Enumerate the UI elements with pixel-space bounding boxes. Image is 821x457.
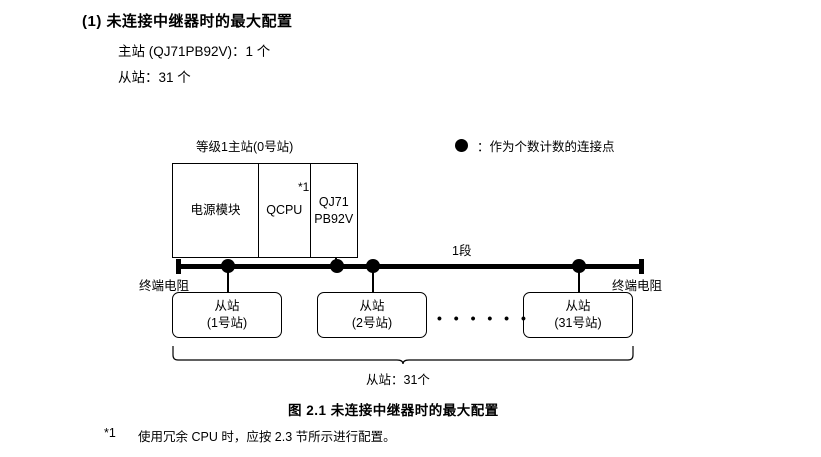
- filled-circle-icon: [455, 139, 468, 152]
- connection-node-icon: [366, 259, 380, 273]
- figure-caption: 图 2.1 未连接中继器时的最大配置: [288, 403, 499, 418]
- connection-node-icon: [221, 259, 235, 273]
- bus-line: [176, 264, 644, 269]
- segment-label: 1段: [452, 244, 472, 258]
- slave-drop-line: [227, 268, 229, 292]
- legend: ：作为个数计数的连接点: [455, 136, 615, 155]
- qcpu-cell: QCPU: [258, 164, 309, 257]
- pb92v-module-cell: QJ71 PB92V: [309, 164, 357, 257]
- slave-drop-line: [578, 268, 580, 292]
- footnote-text: 使用冗余 CPU 时，应按 2.3 节所示进行配置。: [138, 430, 396, 444]
- slave-station-box: 从站 (31号站): [523, 292, 633, 338]
- slave-title: 从站: [214, 299, 240, 314]
- slave-group-brace: [172, 346, 634, 364]
- slave-group-label: 从站：31个: [366, 373, 430, 387]
- terminator-right-label: 终端电阻: [612, 279, 663, 293]
- footnote: *1 使用冗余 CPU 时，应按 2.3 节所示进行配置。: [104, 426, 396, 445]
- slave-sub: (31号站): [554, 316, 602, 330]
- spec-master-count: 主站 (QJ71PB92V)：1 个: [118, 44, 271, 59]
- master-station-caption: 等级1主站(0号站): [196, 140, 294, 154]
- spec-slave-count: 从站：31 个: [118, 70, 191, 85]
- ellipsis-dots: • • • • • •: [437, 310, 530, 326]
- pb92v-line1: QJ71: [318, 194, 349, 209]
- slave-title: 从站: [359, 299, 385, 314]
- slave-drop-line: [372, 268, 374, 292]
- legend-label: ：作为个数计数的连接点: [477, 140, 615, 154]
- footnote-mark: *1: [104, 426, 116, 440]
- slave-title: 从站: [565, 299, 591, 314]
- terminator-right-icon: [639, 259, 644, 274]
- connection-node-icon: [330, 259, 344, 273]
- slave-station-box: 从站 (1号站): [172, 292, 282, 338]
- footnote-marker: *1: [298, 180, 310, 194]
- connection-node-icon: [572, 259, 586, 273]
- terminator-left-icon: [176, 259, 181, 274]
- pb92v-line2: PB92V: [314, 211, 354, 226]
- slave-sub: (2号站): [351, 316, 393, 330]
- terminator-left-label: 终端电阻: [139, 279, 190, 293]
- page-title: (1) 未连接中继器时的最大配置: [82, 13, 293, 30]
- power-module-cell: 电源模块: [190, 203, 241, 218]
- slave-sub: (1号站): [206, 316, 248, 330]
- slave-station-box: 从站 (2号站): [317, 292, 427, 338]
- master-unit-box: 电源模块 QCPU QJ71 PB92V: [172, 163, 358, 258]
